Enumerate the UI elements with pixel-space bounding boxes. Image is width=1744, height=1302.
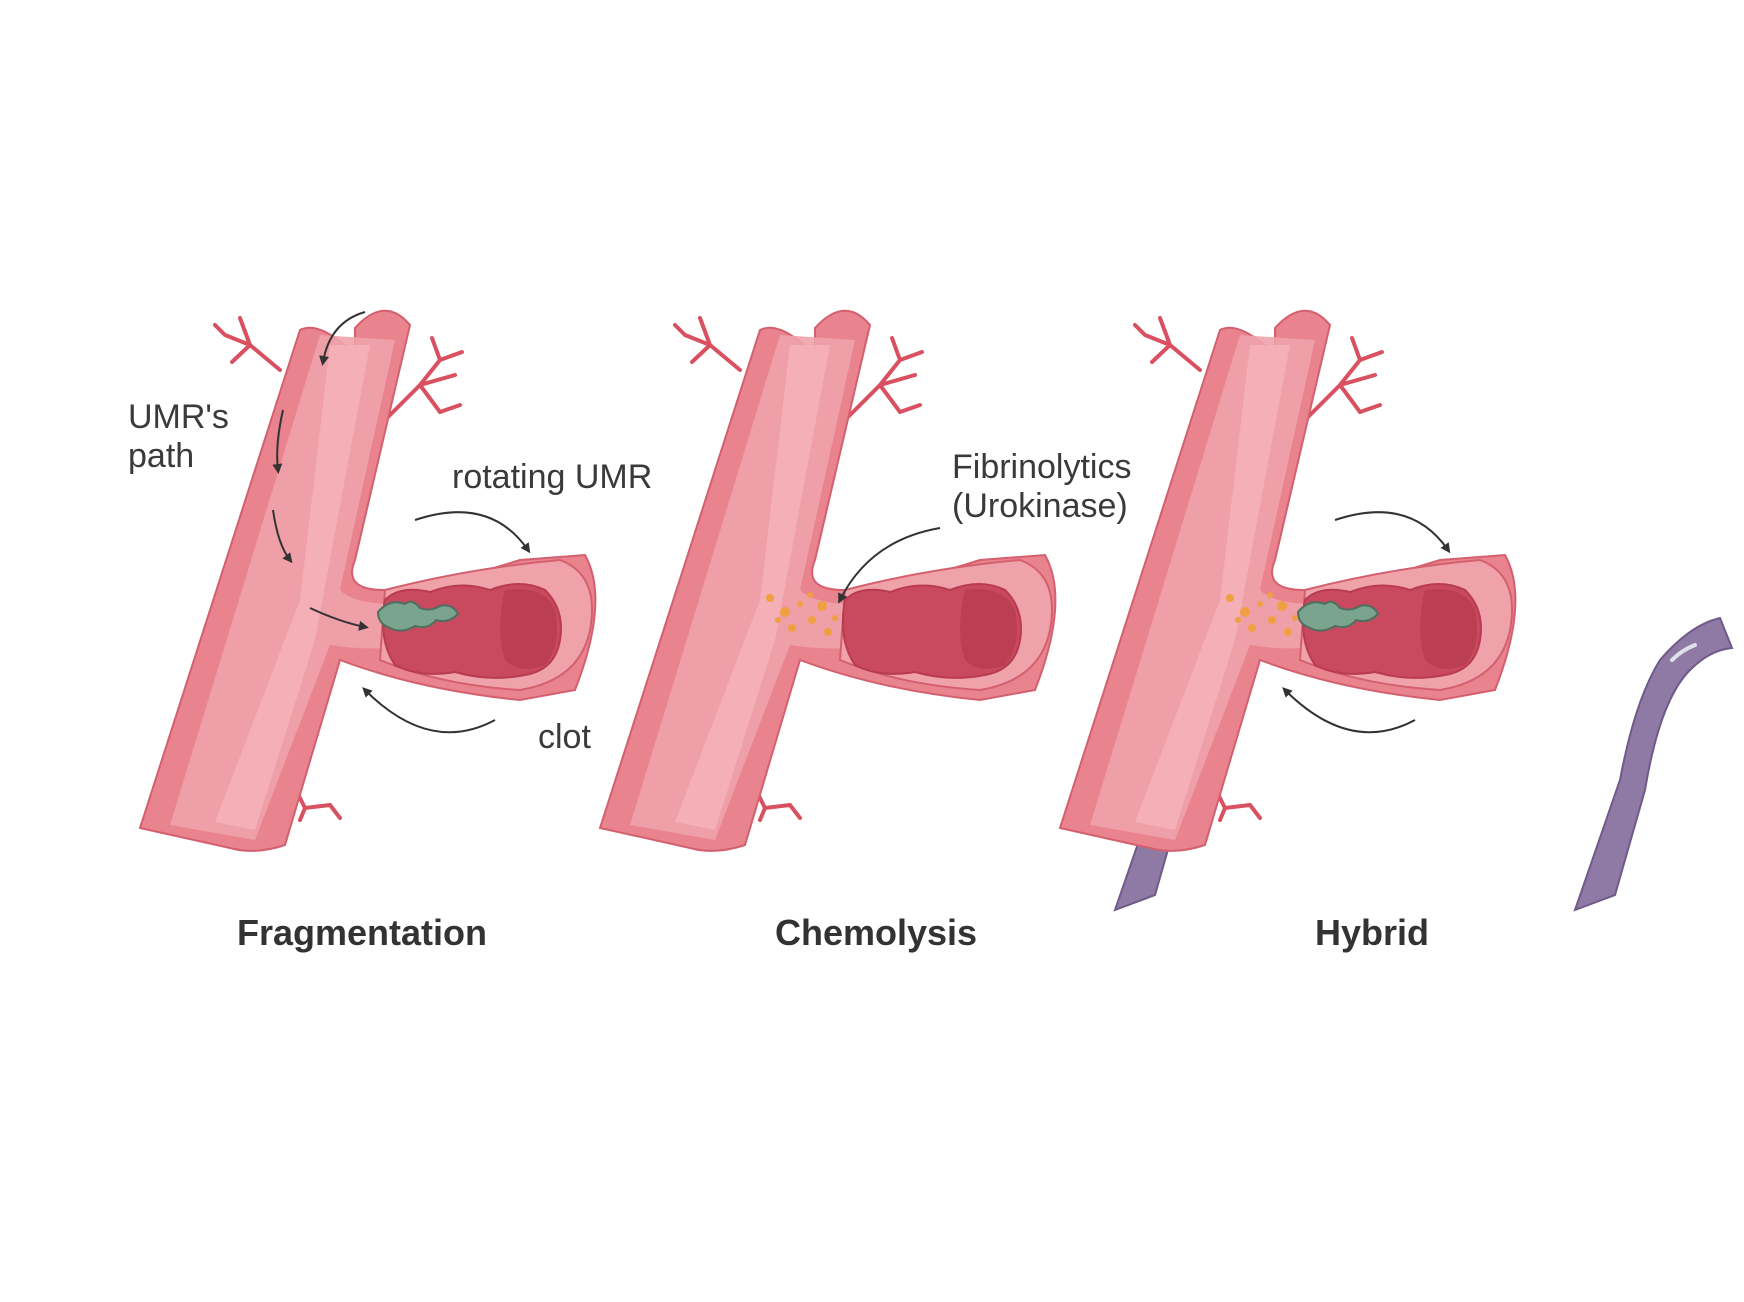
rotation-arrow-bottom bbox=[362, 687, 496, 734]
capillary bbox=[213, 316, 282, 372]
drug-particle bbox=[1235, 617, 1241, 623]
capillary-branches bbox=[213, 316, 464, 822]
panel-fragmentation bbox=[138, 309, 597, 852]
capillary-branches bbox=[1133, 316, 1384, 822]
drug-particle bbox=[788, 624, 796, 632]
clot-label: clot bbox=[538, 718, 591, 756]
rotation-arrows bbox=[1282, 511, 1451, 734]
panel-title-chemolysis: Chemolysis bbox=[774, 912, 978, 953]
vessel-lumen-center bbox=[675, 345, 830, 830]
clot-core bbox=[500, 589, 558, 669]
umr-path-label: UMR's path bbox=[128, 398, 229, 476]
drug-particle bbox=[1268, 616, 1276, 624]
panel-title-fragmentation: Fragmentation bbox=[236, 912, 488, 953]
path-arrow bbox=[272, 409, 284, 474]
drug-particle bbox=[1267, 592, 1273, 598]
path-arrow bbox=[309, 607, 369, 631]
rotation-arrows bbox=[838, 527, 941, 604]
path-arrow bbox=[319, 311, 366, 366]
drug-particle bbox=[1248, 624, 1256, 632]
drug-particle bbox=[1240, 607, 1250, 617]
drug-particle bbox=[832, 615, 838, 621]
drug-particle bbox=[766, 594, 774, 602]
drug-particle bbox=[1226, 594, 1234, 602]
drug-particle bbox=[1257, 601, 1263, 607]
clot-core bbox=[1420, 589, 1478, 669]
rotating-umr-label: rotating UMR bbox=[452, 458, 653, 496]
panel-hybrid bbox=[1058, 309, 1734, 912]
rotation-arrow-top bbox=[1334, 511, 1451, 554]
drug-particle bbox=[808, 616, 816, 624]
capillary bbox=[1133, 316, 1202, 372]
capillary bbox=[1303, 336, 1384, 422]
capillary-branches bbox=[673, 316, 924, 822]
path-arrow bbox=[272, 509, 293, 564]
drug-particle bbox=[797, 601, 803, 607]
vessel-lumen-center bbox=[1135, 345, 1290, 830]
drug-arrow bbox=[838, 527, 941, 604]
fibrinolytic-particles bbox=[1226, 592, 1298, 636]
rotation-arrows bbox=[272, 311, 531, 734]
drug-particle bbox=[1292, 615, 1298, 621]
capillary bbox=[843, 336, 924, 422]
umr-microrobot bbox=[376, 600, 460, 632]
catheter bbox=[1573, 616, 1734, 912]
drug-particle bbox=[780, 607, 790, 617]
drug-particle bbox=[1284, 628, 1292, 636]
umr-microrobot bbox=[1296, 600, 1380, 632]
drug-particle bbox=[775, 617, 781, 623]
fibrinolytics-label: Fibrinolytics (Urokinase) bbox=[952, 448, 1132, 526]
drug-particle bbox=[807, 592, 813, 598]
drug-particle bbox=[1277, 601, 1287, 611]
vessel-lumen-center bbox=[215, 345, 370, 830]
capillary bbox=[383, 336, 464, 422]
capillary bbox=[673, 316, 742, 372]
fibrinolytic-particles bbox=[766, 592, 838, 636]
catheter-highlight bbox=[1670, 643, 1697, 662]
panel-title-hybrid: Hybrid bbox=[1314, 912, 1430, 953]
drug-particle bbox=[824, 628, 832, 636]
drug-particle bbox=[817, 601, 827, 611]
rotation-arrow-bottom bbox=[1282, 687, 1416, 734]
rotation-arrow-top bbox=[414, 511, 531, 554]
clot-core bbox=[960, 589, 1018, 669]
